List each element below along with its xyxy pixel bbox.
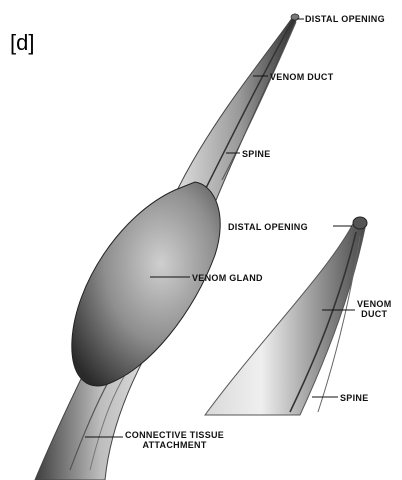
panel-label: [d] [10,30,34,56]
label-connective-tissue-line2: ATTACHMENT [125,440,224,450]
label-venom-duct-top: VENOM DUCT [270,72,334,82]
label-spine-top: SPINE [242,149,271,159]
label-connective-tissue: CONNECTIVE TISSUE ATTACHMENT [125,430,224,450]
label-venom-duct-inset-line1: VENOM [357,299,392,309]
label-distal-opening-top: DISTAL OPENING [305,14,385,24]
label-connective-tissue-line1: CONNECTIVE TISSUE [125,430,224,440]
venom-gland-shape [72,182,220,386]
label-spine-inset: SPINE [340,393,369,403]
inset-spine-tip [205,217,367,415]
label-venom-gland: VENOM GLAND [192,273,263,283]
label-venom-duct-inset: VENOM DUCT [357,299,392,319]
label-venom-duct-inset-line2: DUCT [357,309,392,319]
label-distal-opening-inset: DISTAL OPENING [228,222,308,232]
